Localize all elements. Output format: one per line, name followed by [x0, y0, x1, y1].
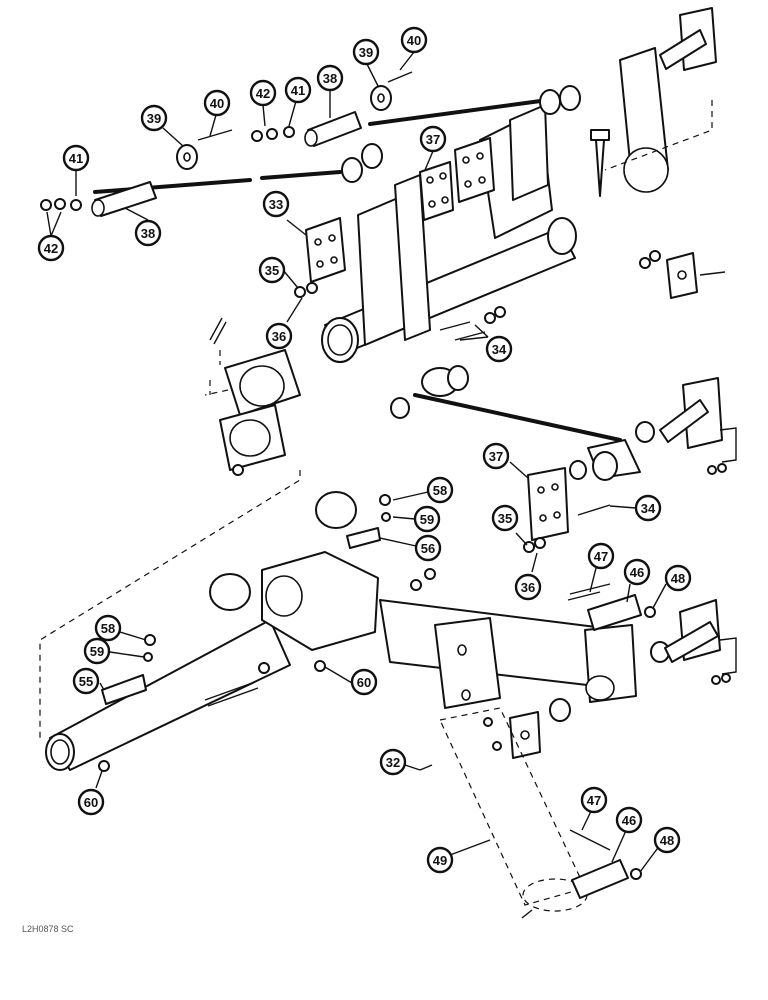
cross-rod-middle — [413, 393, 622, 442]
callout-bubbles: 40 39 38 41 42 40 39 41 42 38 37 33 35 3… — [37, 26, 692, 874]
svg-text:55: 55 — [79, 674, 93, 689]
svg-text:49: 49 — [433, 853, 447, 868]
callout-37: 37 — [419, 125, 447, 153]
svg-text:36: 36 — [521, 580, 535, 595]
callout-42: 42 — [37, 234, 65, 262]
svg-text:40: 40 — [210, 96, 224, 111]
callout-59: 59 — [83, 637, 111, 665]
callout-47: 47 — [580, 786, 608, 814]
callout-33: 33 — [262, 190, 290, 218]
callout-35: 35 — [258, 256, 286, 284]
pin-46-upper — [587, 594, 642, 631]
svg-text:58: 58 — [433, 483, 447, 498]
tie-rod-upper-right — [368, 98, 550, 126]
long-bolt — [595, 139, 605, 197]
tie-rod-upper-mid — [260, 170, 342, 180]
callout-39: 39 — [140, 104, 168, 132]
callout-40: 40 — [400, 26, 428, 54]
pin-46-lower — [571, 859, 629, 899]
svg-text:41: 41 — [291, 83, 305, 98]
svg-text:60: 60 — [357, 675, 371, 690]
main-tube-lower — [49, 619, 291, 771]
svg-text:37: 37 — [426, 132, 440, 147]
callout-58: 58 — [426, 476, 454, 504]
bracket-plate-37-lower — [527, 467, 569, 541]
svg-text:36: 36 — [272, 329, 286, 344]
long-bolt-lower — [204, 681, 259, 707]
callout-42: 42 — [249, 79, 277, 107]
svg-text:46: 46 — [630, 565, 644, 580]
svg-text:41: 41 — [69, 151, 83, 166]
svg-text:39: 39 — [359, 45, 373, 60]
svg-text:46: 46 — [622, 813, 636, 828]
svg-text:42: 42 — [44, 241, 58, 256]
callout-36: 36 — [514, 573, 542, 601]
swing-arm-49 — [439, 707, 586, 906]
reference-code: L2H0878 SC — [22, 924, 74, 934]
callout-40: 40 — [203, 89, 231, 117]
svg-text:59: 59 — [420, 512, 434, 527]
cotter-pin-40-top — [387, 71, 413, 83]
svg-text:34: 34 — [641, 501, 656, 516]
callout-60: 60 — [77, 788, 105, 816]
svg-text:58: 58 — [101, 621, 115, 636]
callout-58: 58 — [94, 614, 122, 642]
callout-55: 55 — [72, 667, 100, 695]
callout-34: 34 — [634, 494, 662, 522]
callout-48: 48 — [664, 564, 692, 592]
bracket-plate-33 — [305, 217, 346, 283]
callout-36: 36 — [265, 322, 293, 350]
svg-text:40: 40 — [407, 33, 421, 48]
svg-text:60: 60 — [84, 795, 98, 810]
upper-frame-assembly — [40, 7, 737, 553]
callout-46: 46 — [615, 806, 643, 834]
svg-text:48: 48 — [671, 571, 685, 586]
svg-text:33: 33 — [269, 197, 283, 212]
lower-frame-assembly — [39, 100, 737, 919]
callout-46: 46 — [623, 558, 651, 586]
svg-text:56: 56 — [421, 541, 435, 556]
callout-34: 34 — [485, 335, 513, 363]
svg-text:34: 34 — [492, 342, 507, 357]
callout-60: 60 — [350, 668, 378, 696]
callout-59: 59 — [413, 505, 441, 533]
bolt-47-lower — [569, 829, 611, 851]
svg-text:47: 47 — [587, 793, 601, 808]
housing-bolt — [209, 317, 227, 345]
callout-38: 38 — [134, 219, 162, 247]
callout-41: 41 — [284, 76, 312, 104]
callout-38: 38 — [316, 64, 344, 92]
strip-55 — [101, 674, 147, 705]
svg-text:39: 39 — [147, 111, 161, 126]
leader-lines — [46, 51, 667, 873]
box-housing — [261, 551, 379, 651]
svg-text:42: 42 — [256, 86, 270, 101]
callout-37: 37 — [482, 442, 510, 470]
callout-32: 32 — [379, 748, 407, 776]
svg-text:59: 59 — [90, 644, 104, 659]
strip-56 — [346, 527, 381, 549]
svg-text:37: 37 — [489, 449, 503, 464]
svg-text:35: 35 — [498, 511, 512, 526]
svg-text:38: 38 — [141, 226, 155, 241]
callout-56: 56 — [414, 534, 442, 562]
bushing-large — [209, 573, 251, 611]
svg-text:35: 35 — [265, 263, 279, 278]
svg-text:47: 47 — [594, 549, 608, 564]
callout-41: 41 — [62, 144, 90, 172]
callout-35: 35 — [491, 504, 519, 532]
callout-39: 39 — [352, 38, 380, 66]
svg-text:38: 38 — [323, 71, 337, 86]
callout-47: 47 — [587, 542, 615, 570]
callout-48: 48 — [653, 826, 681, 854]
cotter-pin-40-left — [197, 129, 233, 141]
callout-49: 49 — [426, 846, 454, 874]
bracket-plate-37-top — [419, 161, 454, 221]
svg-text:48: 48 — [660, 833, 674, 848]
svg-text:32: 32 — [386, 755, 400, 770]
tie-rod-upper-left — [93, 178, 252, 194]
